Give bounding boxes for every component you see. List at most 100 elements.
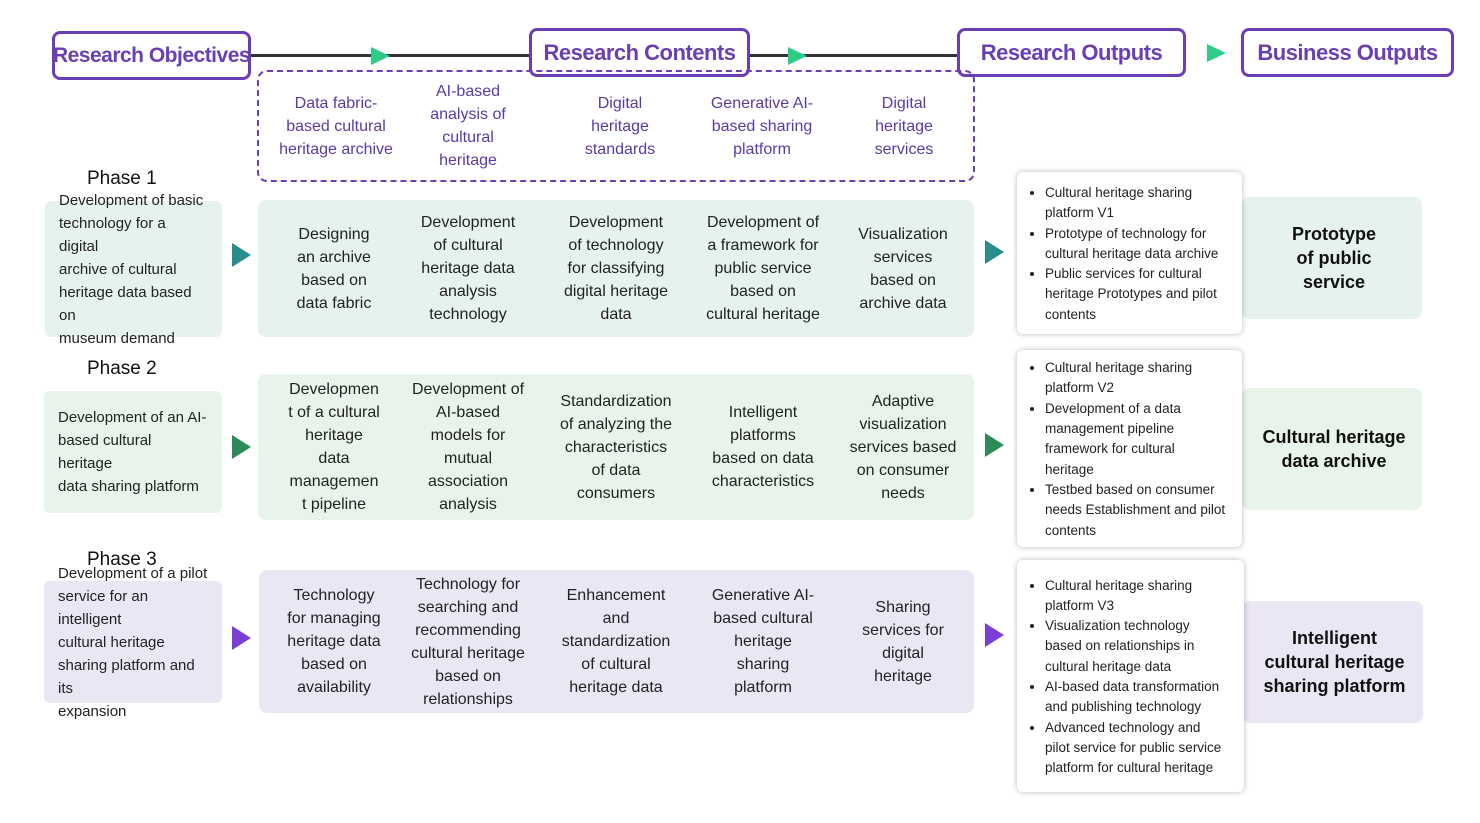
text-line: sharing (736, 656, 790, 673)
text-line: based on (435, 667, 501, 685)
text-line: management pipeline (1045, 421, 1175, 437)
text-line: expansion (58, 702, 127, 720)
text-line: Cultural heritage sharing (1045, 184, 1193, 200)
text-line: based on (870, 271, 936, 289)
text-line: technology (429, 306, 507, 323)
text-line: and publishing technology (1045, 699, 1202, 715)
text-line: public service (714, 260, 812, 277)
text-line: of analyzing the (559, 415, 673, 433)
phase-label: Phase 1 (87, 168, 157, 189)
text-line: Prototype (1291, 224, 1376, 244)
text-line: AI-based data transformation (1045, 679, 1220, 694)
text-line: cultural heritage data archive (1045, 245, 1219, 261)
text-line: mutual (443, 450, 493, 467)
text-line: platform (733, 140, 791, 158)
text-line: services for (862, 621, 944, 639)
text-line: Advanced technology and (1045, 719, 1201, 735)
text-line: based on data (712, 450, 814, 467)
research-content-row (258, 374, 974, 520)
text-line: data (600, 306, 632, 323)
text-line: managemen (289, 473, 379, 490)
text-line: Cultural heritage sharing (1045, 360, 1193, 376)
text-line: heritage (734, 633, 792, 650)
text-line: heritage (875, 117, 933, 135)
text-line: based on relationships in (1045, 638, 1195, 654)
phase-label: Phase 3 (87, 549, 157, 570)
text-line: Development of basic (59, 191, 204, 209)
text-line: heritage (439, 152, 497, 169)
text-line: based sharing (711, 117, 813, 135)
business-output-box: Prototype of public service (1242, 197, 1422, 319)
text-line: sharing platform and its (58, 656, 195, 697)
text-line: service for an intelligent (58, 587, 149, 628)
phase-arrow-icon (985, 623, 1004, 647)
research-content-row (258, 200, 974, 337)
text-line: Designing (298, 225, 370, 243)
connector-line-contents-outputs (748, 54, 960, 57)
text-line: on consumer (856, 461, 950, 479)
header-research-objectives: Research Objectives (52, 31, 251, 80)
text-line: Generative AI- (711, 587, 815, 604)
text-line: heritage (305, 427, 363, 444)
text-line: Prototype of technology for (1045, 225, 1207, 241)
text-line: services (873, 248, 933, 266)
text-line: Digital (881, 94, 927, 112)
text-line: cultural heritage (411, 644, 525, 662)
text-line: Standardization (560, 392, 672, 410)
text-line: platform for cultural heritage (1045, 760, 1214, 776)
phase-arrow-icon (232, 243, 251, 267)
text-line: AI-based (435, 83, 501, 100)
phase-arrow-icon (985, 433, 1004, 457)
text-line: contents (1045, 522, 1097, 538)
text-line: platform (734, 679, 792, 696)
text-line: analysis (439, 283, 497, 300)
text-line: based on (301, 271, 367, 289)
text-line: heritage data based on (59, 283, 192, 324)
text-line: framework for cultural (1045, 441, 1175, 457)
text-line: Development of (706, 214, 820, 231)
text-line: based cultural (713, 610, 813, 627)
text-line: Enhancement (566, 587, 666, 604)
text-line: for managing (287, 610, 381, 627)
phase-objective: Development of basic technology for a dig… (45, 192, 222, 347)
text-line: visualization (859, 415, 947, 433)
header-business-outputs: Business Outputs (1241, 28, 1454, 77)
text-line: of public (1296, 248, 1372, 268)
research-contents-category-box (257, 70, 975, 182)
text-line: technology for a digital (59, 214, 166, 255)
text-line: Sharing (875, 598, 931, 616)
text-line: Development of (411, 381, 525, 398)
text-line: Testbed based on consumer (1045, 481, 1215, 497)
text-line: service (1302, 272, 1366, 292)
text-line: data fabric (296, 294, 372, 312)
text-line: cultural heritage (1264, 652, 1405, 672)
text-line: data archive (1281, 451, 1387, 471)
